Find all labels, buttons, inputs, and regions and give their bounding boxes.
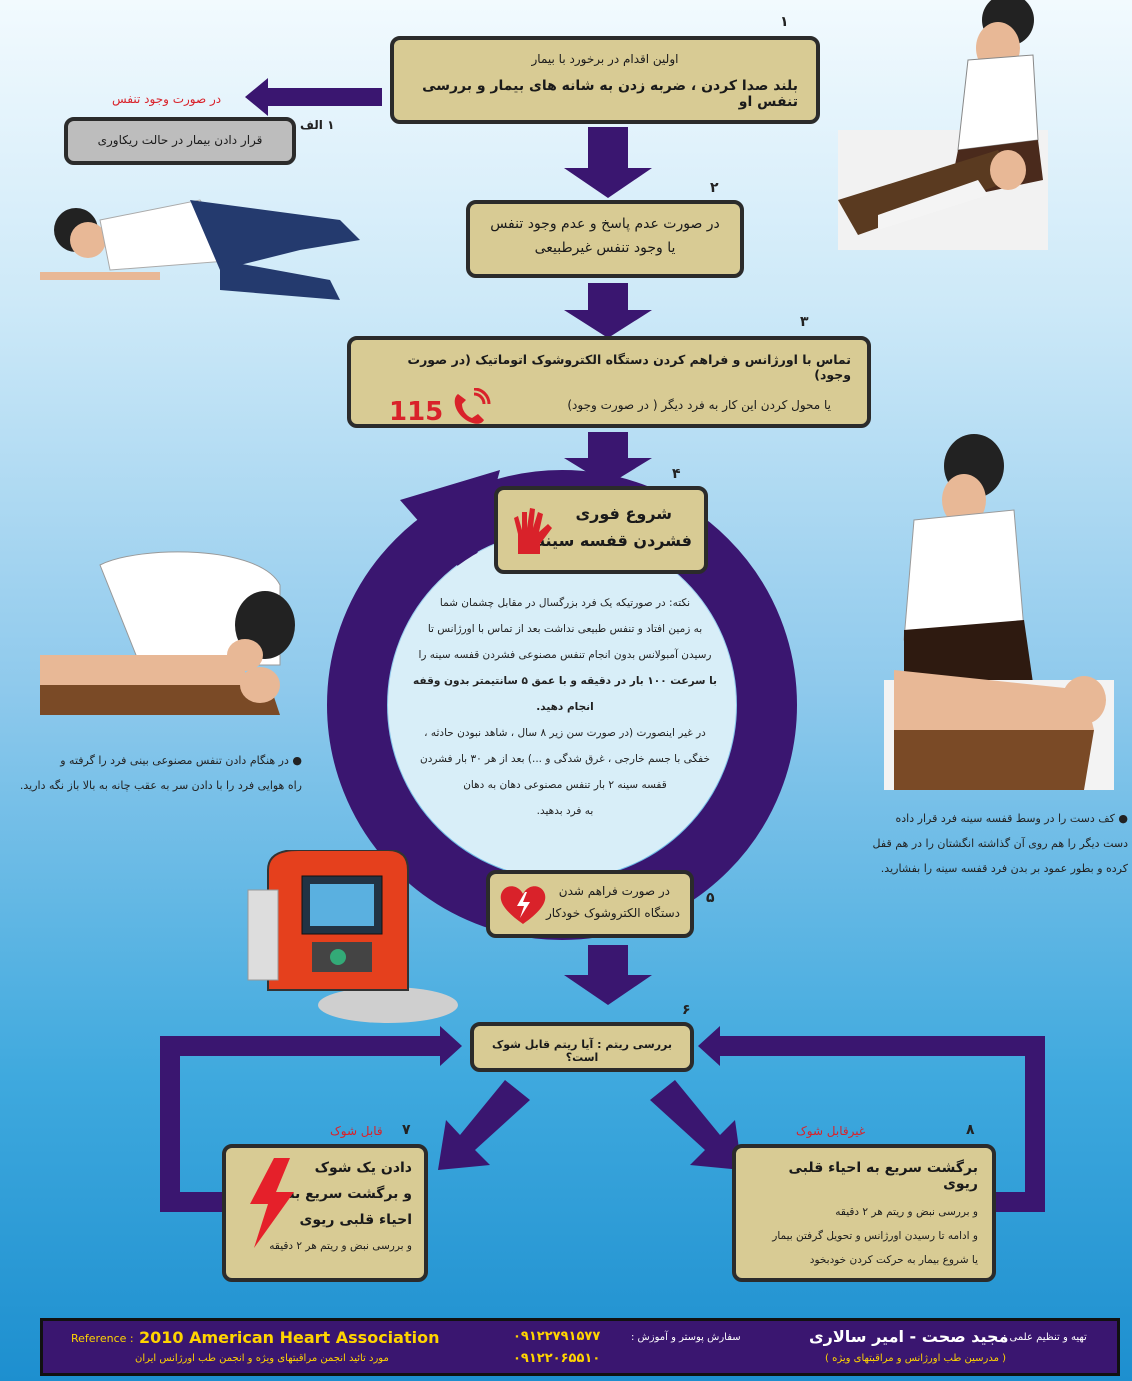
step-3-line1: تماس با اورژانس و فراهم کردن دستگاه الکت… — [367, 352, 851, 382]
phone-number: 115 — [389, 397, 443, 427]
arrow-icon — [438, 1080, 530, 1170]
step-8-box: برگشت سریع به احیاء قلبی ریوی و بررسی نب… — [732, 1144, 996, 1282]
step-8-condition: غیرقابل شوک — [796, 1124, 865, 1138]
step-8-line1: برگشت سریع به احیاء قلبی ریوی — [750, 1160, 978, 1192]
step-6-number: ۶ — [682, 1002, 691, 1018]
step-6-text: بررسی ریتم : آیا ریتم قابل شوک است؟ — [484, 1038, 680, 1064]
step-7-box: دادن یک شوک و برگشت سریع به احیاء قلبی ر… — [222, 1144, 428, 1282]
author-label: تهیه و تنظیم علمی : — [1003, 1332, 1087, 1343]
illustration-aed-device — [238, 850, 458, 1025]
step-8-line4: یا شروع بیمار به حرکت کردن خودبخود — [750, 1254, 978, 1266]
step-1-number: ۱ — [780, 14, 789, 30]
step-1a-condition: در صورت وجود تنفس — [112, 92, 221, 106]
note-line-4: با سرعت ۱۰۰ بار در دقیقه و با عمق ۵ سانت… — [400, 668, 730, 720]
note-line-8: به فرد بدهید. — [400, 798, 730, 824]
step-1-box: اولین اقدام در برخورد با بیمار بلند صدا … — [390, 36, 820, 124]
step-2-line2: یا وجود تنفس غیرطبیعی — [486, 240, 724, 256]
defib-heart-icon — [498, 882, 548, 926]
caption-rescue-breathing: ● در هنگام دادن تنفس مصنوعی بینی فرد را … — [6, 748, 302, 798]
reference-label: Reference : — [71, 1332, 134, 1345]
phone-emergency: 115 — [389, 388, 492, 428]
step-5-box: در صورت فراهم شدن دستگاه الکتروشوک خودکا… — [486, 870, 694, 938]
step-1-line2: بلند صدا کردن ، ضربه زدن به شانه های بیم… — [412, 78, 798, 110]
note-line-3: رسیدن آمبولانس بدون انجام تنفس مصنوعی فش… — [400, 642, 730, 668]
arrow-icon — [245, 78, 382, 116]
caption-left-1: ● در هنگام دادن تنفس مصنوعی بینی فرد را … — [6, 748, 302, 773]
cpr-note: نکته: در صورتیکه یک فرد بزرگسال در مقابل… — [400, 590, 730, 824]
step-1a-box: قرار دادن بیمار در حالت ریکاوری — [64, 117, 296, 165]
note-line-1: نکته: در صورتیکه یک فرد بزرگسال در مقابل… — [400, 590, 730, 616]
phone-icon — [448, 388, 492, 428]
step-2-line1: در صورت عدم پاسخ و عدم وجود تنفس — [486, 216, 724, 232]
step-7-number: ۷ — [402, 1122, 411, 1138]
step-8-line3: و ادامه تا رسیدن اورژانس و تحویل گرفتن ب… — [750, 1230, 978, 1242]
caption-right-2: دست دیگر را هم روی آن گذاشته انگشتان را … — [818, 831, 1128, 856]
step-3-number: ۳ — [800, 314, 809, 330]
step-2-number: ۲ — [710, 180, 719, 196]
reference-text: 2010 American Heart Association — [139, 1328, 439, 1347]
illustration-rescue-breathing — [40, 545, 300, 715]
illustration-shoulder-tap — [838, 0, 1048, 250]
note-line-2: به زمین افتاد و تنفس طبیعی نداشت بعد از … — [400, 616, 730, 642]
step-8-number: ۸ — [966, 1122, 975, 1138]
arrow-icon — [650, 1080, 742, 1170]
endorse-text: مورد تائید انجمن مراقبتهای ویژه و انجمن … — [135, 1353, 389, 1364]
illustration-recovery-position — [40, 180, 360, 310]
step-4-box: شروع فوری فشردن قفسه سینه — [494, 486, 708, 574]
footer-bar: Reference : 2010 American Heart Associat… — [40, 1318, 1120, 1376]
illustration-chest-compression — [884, 430, 1114, 790]
arrow-icon — [564, 283, 652, 338]
arrow-icon — [564, 127, 652, 198]
step-5-number: ۵ — [706, 890, 715, 906]
arrow-icon — [564, 945, 652, 1005]
authors: مجید صحت - امیر سالاری — [809, 1327, 1008, 1346]
note-line-7: قفسه سینه ۲ بار تنفس مصنوعی دهان به دهان — [400, 772, 730, 798]
caption-chest-compression: ● کف دست را در وسط قفسه سینه فرد قرار دا… — [818, 806, 1128, 881]
caption-left-2: راه هوایی فرد را با دادن سر به عقب چانه … — [6, 773, 302, 798]
step-4-number: ۴ — [672, 466, 681, 482]
step-7-condition: قابل شوک — [330, 1124, 383, 1138]
note-line-5: در غیر اینصورت (در صورت سن زیر ۸ سال ، ش… — [400, 720, 730, 746]
caption-right-3: کرده و بطور عمود بر بدن فرد قفسه سینه را… — [818, 856, 1128, 881]
step-6-box: بررسی ریتم : آیا ریتم قابل شوک است؟ — [470, 1022, 694, 1072]
phone-1: ۰۹۱۲۲۷۹۱۵۷۷ — [513, 1329, 600, 1344]
author-title: ( مدرسین طب اورژانس و مراقبتهای ویژه ) — [825, 1353, 1006, 1364]
note-line-6: خفگی با جسم خارجی ، غرق شدگی و ...) بعد … — [400, 746, 730, 772]
step-1-line1: اولین اقدام در برخورد با بیمار — [412, 52, 798, 66]
step-1a-text: قرار دادن بیمار در حالت ریکاوری — [82, 133, 278, 147]
phone-2: ۰۹۱۲۲۰۶۵۵۱۰ — [513, 1351, 600, 1366]
step-2-box: در صورت عدم پاسخ و عدم وجود تنفس یا وجود… — [466, 200, 744, 278]
step-1a-number: ۱ الف — [300, 118, 334, 132]
step-3-box: تماس با اورژانس و فراهم کردن دستگاه الکت… — [347, 336, 871, 428]
phone-label: سفارش پوستر و آموزش : — [631, 1332, 741, 1343]
hands-icon — [510, 504, 556, 560]
step-8-line2: و بررسی نبض و ریتم هر ۲ دقیقه — [750, 1206, 978, 1218]
caption-right-1: ● کف دست را در وسط قفسه سینه فرد قرار دا… — [818, 806, 1128, 831]
lightning-icon — [244, 1158, 298, 1248]
